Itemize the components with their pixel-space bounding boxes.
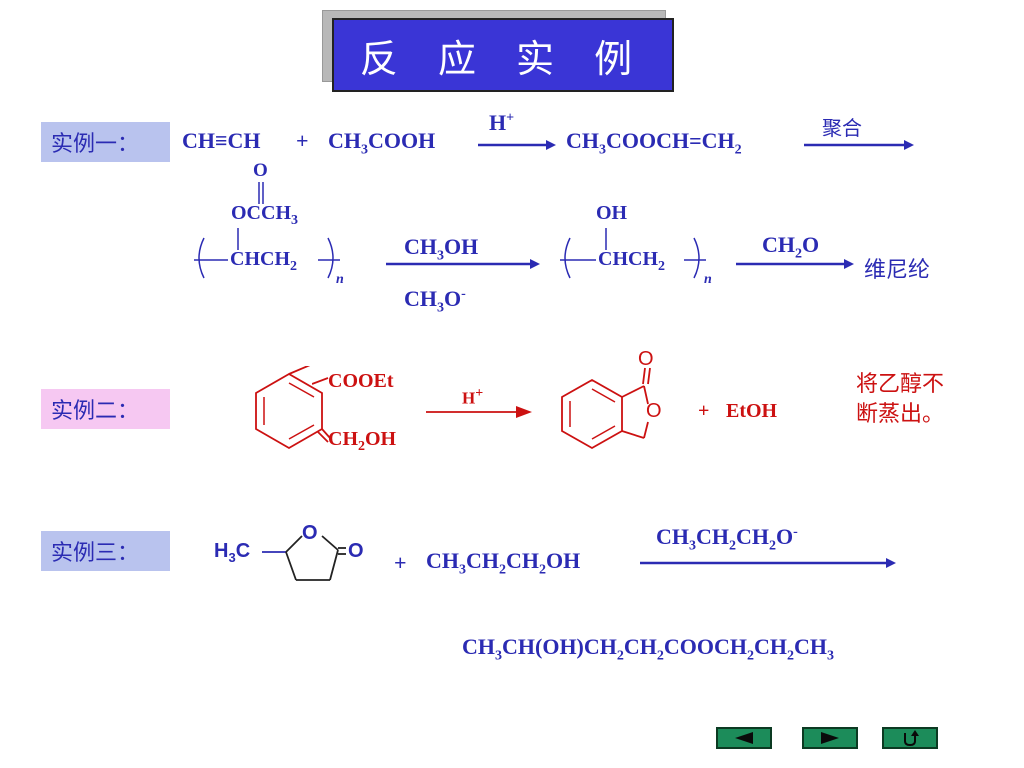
reaction-arrow-5 [640, 558, 896, 568]
lactone-carbonyl-oxygen: O [348, 540, 364, 562]
polymerize-label: 聚合 [822, 116, 862, 140]
distill-note: 将乙醇不 断蒸出。 [856, 370, 944, 430]
product-fragment: CH [623, 634, 657, 659]
product-fragment: CH [754, 634, 788, 659]
methyl-group: H3C [214, 540, 251, 565]
poly2-n: n [704, 272, 712, 287]
poly1-carbonyl-o: O [253, 160, 268, 181]
poly2-brackets [560, 228, 706, 279]
product-subscript: 3 [495, 648, 502, 664]
acetylene-formula: CH≡CH [182, 128, 261, 153]
benzene-ring-1 [255, 366, 331, 450]
lactone-ring [262, 535, 346, 581]
poly2-side-group: OH [596, 202, 628, 224]
propoxide: CH3CH2CH2O- [656, 524, 798, 554]
poly1-double-bond [258, 182, 264, 204]
catalyst-h-plus: H+ [489, 110, 515, 135]
poly1-side-group: OCCH3 [231, 202, 298, 228]
distill-note-line1: 将乙醇不 [856, 372, 945, 397]
acetic-acid: CH3COOH [328, 128, 436, 158]
lactone-ring-oxygen: O [302, 522, 318, 544]
product-fragment: CH [462, 634, 495, 659]
methanol: CH3OH [404, 234, 479, 264]
ester-group: COOEt [328, 370, 394, 392]
hydroxymethyl-group: CH2OH [328, 428, 397, 454]
vinyl-acetate: CH3COOCH=CH2 [566, 128, 742, 158]
vinylon-label: 维尼纶 [864, 258, 931, 283]
methoxide: CH3O- [404, 286, 466, 316]
example1-label: 实例一： [41, 122, 170, 162]
reaction-arrow-2 [386, 259, 540, 269]
plus-sign-3: + [394, 550, 407, 575]
distill-note-line2: 断蒸出。 [856, 402, 945, 427]
prev-button[interactable] [716, 727, 772, 749]
product-subscript: 2 [747, 648, 755, 664]
triangle-left-icon [735, 732, 753, 744]
return-arrow-icon [904, 730, 919, 747]
poly1-chain: CHCH2 [230, 248, 297, 274]
catalyst-h-plus-2: H+ [462, 386, 484, 408]
reaction-arrow-polymerize [804, 140, 914, 150]
reaction-arrow-4 [426, 406, 532, 418]
reaction-arrow-1 [478, 140, 556, 150]
poly1-n: n [336, 272, 344, 287]
example2-label: 实例二： [41, 389, 170, 429]
next-button[interactable] [802, 727, 858, 749]
carbonyl-oxygen: O [638, 348, 654, 370]
formaldehyde: CH2O [762, 232, 820, 262]
reaction-arrow-3 [736, 259, 854, 269]
poly1-brackets [194, 228, 340, 279]
ring-oxygen: O [646, 400, 662, 422]
final-product: CH3CH(OH)CH2CH2COOCH2CH2CH3 [462, 634, 834, 664]
product-fragment: CH(OH)CH [502, 634, 617, 659]
product-subscript: 2 [656, 648, 664, 664]
product-subscript: 2 [787, 648, 795, 664]
ethanol: EtOH [726, 400, 778, 422]
page-title: 反 应 实 例 [332, 18, 674, 92]
acetylene: CH≡CH [182, 128, 261, 154]
triangle-right-icon [821, 732, 839, 744]
substituent-bonds [312, 377, 329, 443]
product-fragment: CH [794, 634, 828, 659]
plus-sign-2: + [698, 400, 710, 422]
plus-sign-1: + [296, 128, 309, 153]
example3-label: 实例三： [41, 531, 170, 571]
phthalide-structure [561, 367, 651, 450]
product-fragment: COOCH [663, 634, 748, 659]
product-subscript: 2 [616, 648, 624, 664]
return-button[interactable] [882, 727, 938, 749]
poly2-chain: CHCH2 [598, 248, 665, 274]
propanol: CH3CH2CH2OH [426, 548, 581, 578]
product-subscript: 3 [827, 648, 835, 664]
